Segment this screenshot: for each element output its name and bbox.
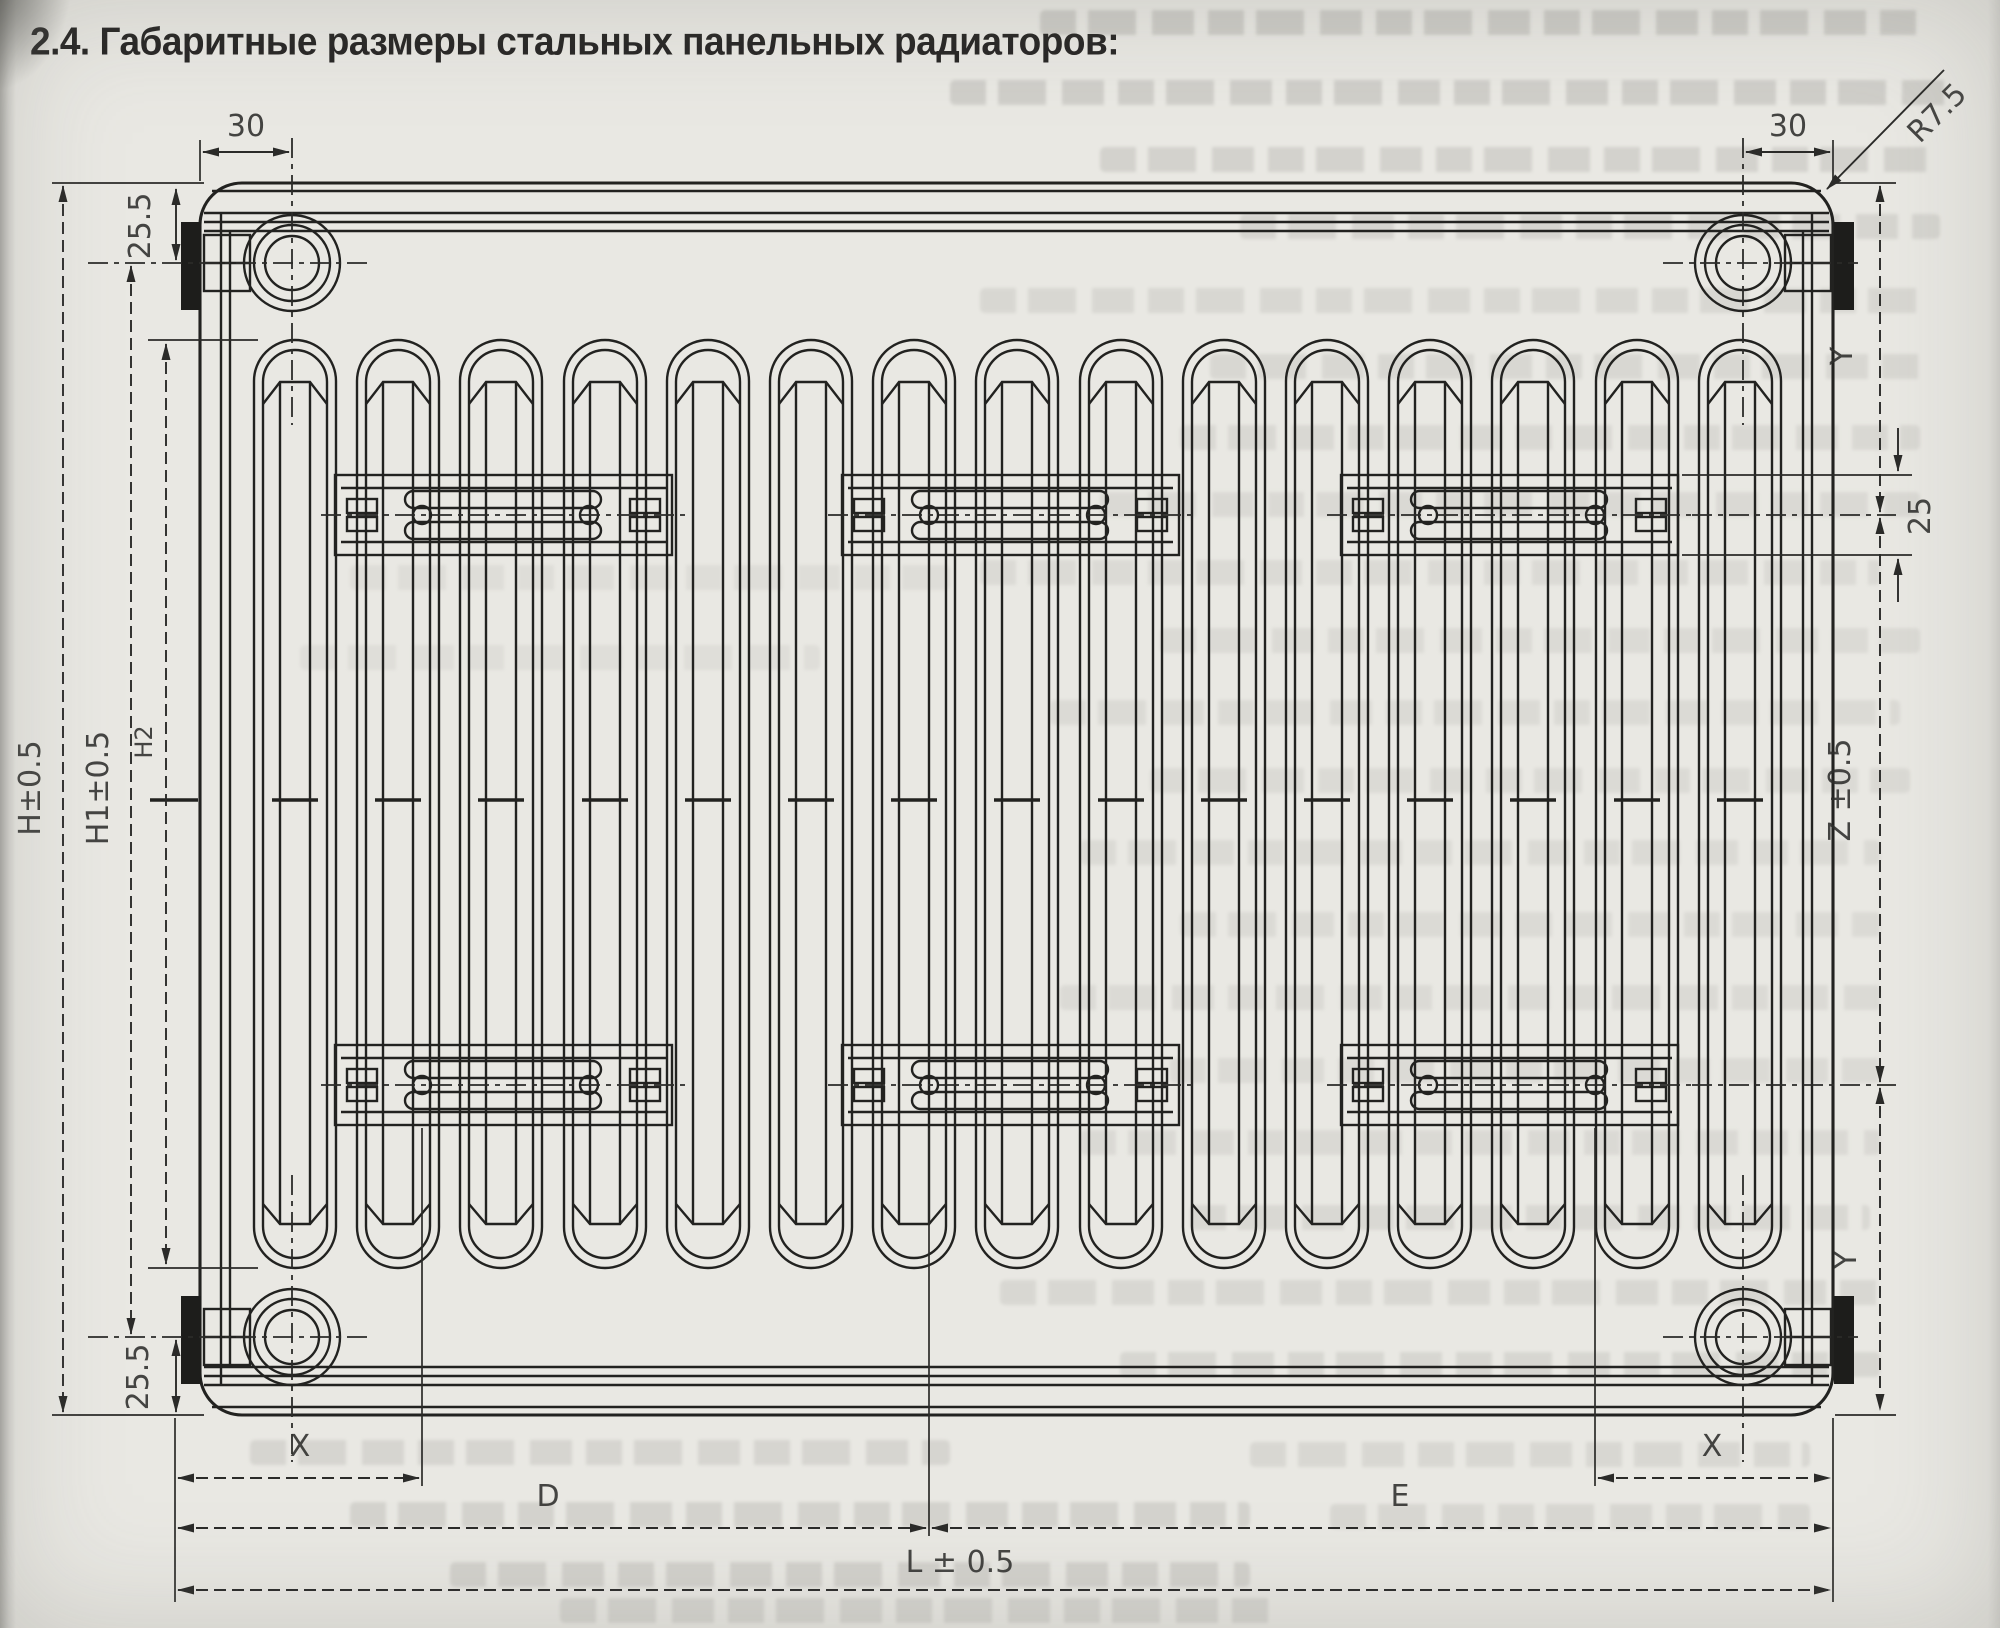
water-channel [768, 338, 854, 1270]
corner-bosses [88, 138, 1858, 1462]
water-channel [665, 338, 751, 1270]
corner-fitting [1783, 220, 1856, 312]
dim-label-H1: H1±0.5 [81, 731, 116, 846]
water-channel [355, 338, 441, 1270]
water-channel [1697, 338, 1783, 1270]
ghost-text-row [1210, 354, 1930, 379]
radiator-body [88, 138, 1858, 1462]
water-channels [252, 338, 1783, 1270]
dim-label-E: E [1391, 1479, 1410, 1514]
water-channel [458, 338, 544, 1270]
ghost-text-row [1250, 1442, 1810, 1467]
bottom-header-band [204, 1365, 1829, 1409]
water-channel [871, 338, 957, 1270]
corner-fitting [179, 1294, 252, 1386]
water-channel [1387, 338, 1473, 1270]
ghost-text-row [1150, 768, 1910, 793]
bracket-plate [1325, 1043, 1694, 1127]
water-channel [562, 338, 648, 1270]
ghost-text-row [300, 645, 820, 670]
water-channel [1594, 338, 1680, 1270]
dim-label-X-left: X [290, 1429, 311, 1464]
bracket-plate [319, 473, 688, 557]
dim-label-D: D [536, 1479, 559, 1514]
ghost-text-row [1180, 912, 1880, 937]
ghost-text-row [1190, 1205, 1870, 1230]
ghost-text-row [1080, 840, 1880, 865]
ghost-text-row [980, 560, 1880, 585]
corner-fitting [179, 220, 252, 312]
scan-corner-artifact [0, 0, 72, 92]
ghost-text-row [350, 565, 950, 590]
dim-label-H2: H2 [130, 725, 158, 758]
bracket-plate [826, 473, 1195, 557]
ghost-text-row [250, 1440, 950, 1465]
ghost-text-row [1100, 492, 1920, 517]
ghost-text-row [450, 1562, 1250, 1587]
dim-label-Y-bottom: Y [1829, 1250, 1864, 1270]
water-channel [1284, 338, 1370, 1270]
water-channel [974, 338, 1060, 1270]
bracket-plate [319, 1043, 688, 1127]
dim-label-25: 25 [1903, 497, 1938, 535]
dim-label-R7.5: R7.5 [1901, 77, 1974, 150]
water-channel [1181, 338, 1267, 1270]
boss-centre-lines [88, 138, 1858, 1462]
dimensions: H±0.5 H1±0.5 H2 25.5 25.5 30 30 R7.5 Y [13, 69, 1974, 1602]
ghost-text-row [350, 1502, 1250, 1527]
extension-lines [52, 140, 1912, 1602]
scan-edge-shadow-right [1988, 0, 2000, 1628]
water-channel [1490, 338, 1576, 1270]
dim-label-L: L ± 0.5 [906, 1545, 1015, 1580]
bracket-plate [826, 1043, 1195, 1127]
ghost-text-row [950, 80, 1950, 105]
dim-label-30-left: 30 [227, 109, 265, 144]
dim-label-25.5-bottom: 25.5 [121, 1344, 156, 1411]
water-channel [1078, 338, 1164, 1270]
scan-edge-shadow-left [0, 0, 16, 1628]
dim-label-H: H±0.5 [13, 740, 48, 835]
dim-label-25.5-top: 25.5 [123, 193, 158, 260]
dim-label-Z: Z ±0.5 [1823, 739, 1858, 842]
ghost-text-row [560, 1598, 1280, 1623]
dim-label-Y-top: Y [1825, 346, 1860, 366]
ghost-text-row [1040, 10, 1920, 35]
top-header-band [204, 189, 1829, 233]
dim-label-X-right: X [1702, 1429, 1723, 1464]
leader-line-R7.5 [1826, 69, 1945, 190]
ghost-text-row [1180, 425, 1920, 450]
corner-fitting [1783, 1294, 1856, 1386]
water-channel [252, 338, 338, 1270]
side-edges [219, 213, 1814, 1385]
ghost-text-row [1080, 1130, 1880, 1155]
bracket-plate [1325, 473, 1694, 557]
radiator-outline [198, 181, 1835, 1417]
dim-label-30-right: 30 [1769, 109, 1807, 144]
